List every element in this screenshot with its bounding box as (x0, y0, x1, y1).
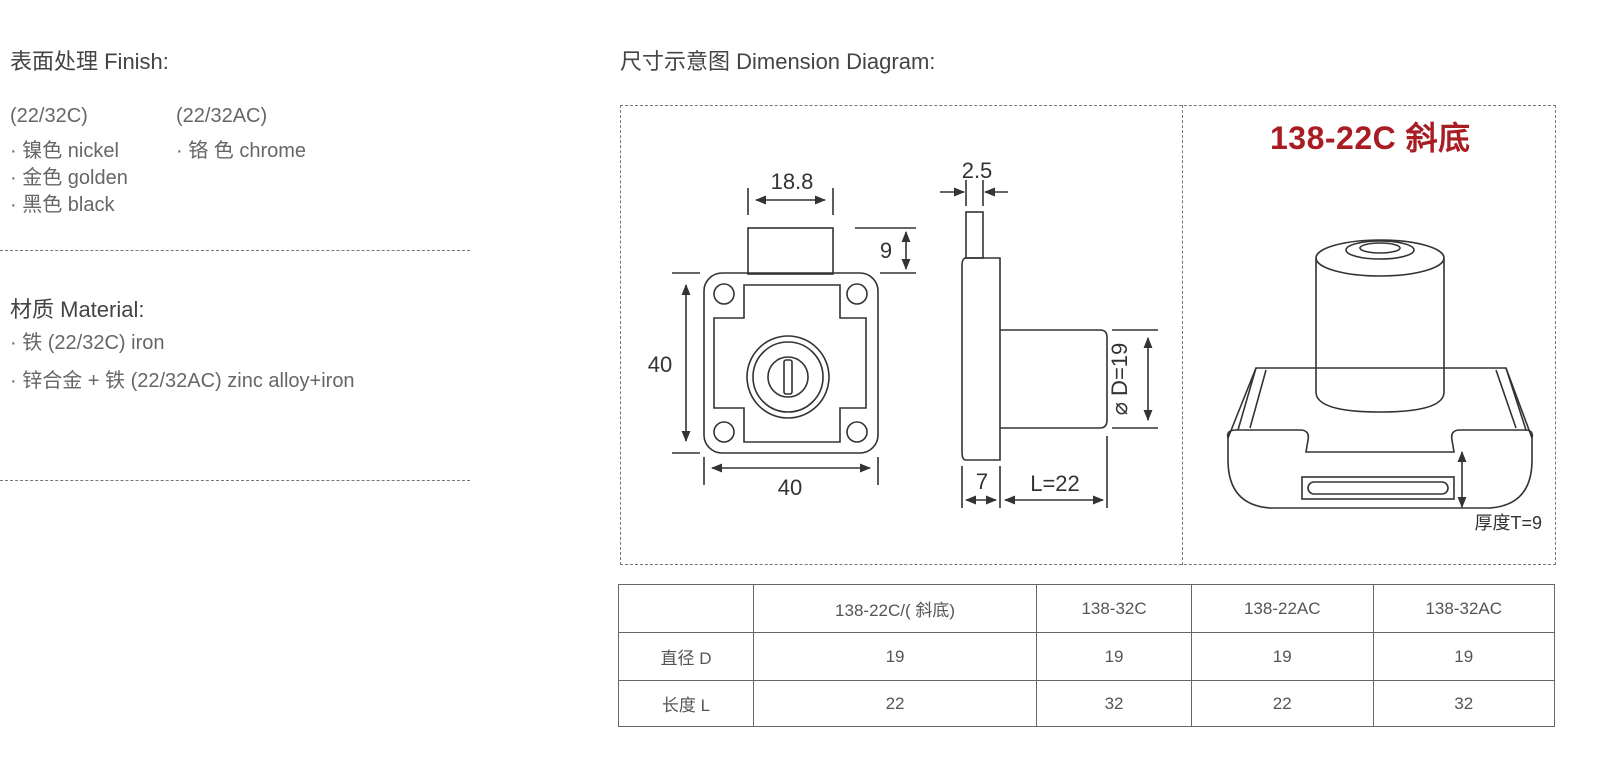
lock-drawing: 18.8 9 40 40 2.5 ⌀ D=19 7 L=22 厚度T=9 (648, 158, 1542, 533)
table-cell: 19 (752, 632, 1038, 681)
table-header-cell: 138-32AC (1372, 584, 1555, 633)
dim-diameter: ⌀ D=19 (1107, 343, 1132, 416)
screw-hole-br (846, 421, 868, 443)
finish-item-chrome: · 铬 色 chrome (176, 140, 307, 162)
table-cell: 19 (1036, 632, 1193, 681)
dim-plate-thickness: 2.5 (962, 158, 993, 183)
table-header-cell (618, 584, 754, 633)
table-row: 长度 L 22 32 22 32 (618, 680, 1555, 727)
table-cell: 32 (1036, 680, 1193, 727)
iso-base-plate (1227, 367, 1533, 509)
material-heading: 材质 Material: (10, 297, 145, 322)
table-row-label: 长度 L (618, 680, 754, 727)
table-cell: 22 (752, 680, 1038, 727)
dim-body-width: 40 (778, 475, 802, 500)
key-cylinder-outer (746, 335, 830, 419)
screw-hole-tr (846, 283, 868, 305)
iso-cylinder-top (1315, 239, 1445, 277)
key-cylinder-inner (767, 356, 809, 398)
iso-slot-outer (1301, 476, 1455, 500)
table-header-cell: 138-22AC (1191, 584, 1374, 633)
dim-top-height: 9 (880, 238, 892, 263)
screw-hole-bl (713, 421, 735, 443)
table-header-cell: 138-22C/( 斜底) (752, 584, 1038, 633)
material-item-iron: · 铁 (22/32C) iron (10, 332, 165, 354)
iso-cylinder-body (1315, 258, 1445, 413)
dim-body-height: 40 (648, 352, 672, 377)
side-cylinder (1000, 329, 1108, 429)
front-bolt-shape (747, 227, 834, 275)
key-cylinder-mid (752, 341, 824, 413)
finish-code-c: (22/32C) (10, 105, 88, 127)
dimension-diagram-box (620, 105, 1556, 565)
finish-item-nickel: · 镍色 nickel (10, 140, 119, 162)
finish-heading: 表面处理 Finish: (10, 49, 169, 74)
finish-code-ac: (22/32AC) (176, 105, 268, 127)
diagram-panel-divider (1182, 105, 1183, 565)
spec-table: 138-22C/( 斜底) 138-32C 138-22AC 138-32AC … (618, 584, 1555, 727)
dim-length: L=22 (1030, 471, 1080, 496)
section-divider (0, 250, 470, 251)
material-item-zinc: · 锌合金 + 铁 (22/32AC) zinc alloy+iron (10, 370, 355, 392)
side-faceplate (961, 257, 1001, 461)
finish-list-ac: · 铬 色 chrome (176, 138, 306, 165)
table-row-label: 直径 D (618, 632, 754, 681)
table-row: 直径 D 19 19 19 19 (618, 632, 1555, 681)
section-divider-bottom (0, 480, 470, 481)
side-bolt-plate (965, 211, 984, 259)
dim-flange: 7 (976, 469, 988, 494)
front-body-inner (713, 284, 867, 443)
front-body-outer (703, 272, 879, 454)
finish-list-c: · 镍色 nickel · 金色 golden · 黑色 black (10, 138, 128, 219)
table-header-cell: 138-32C (1036, 584, 1193, 633)
iso-base-top (1226, 429, 1534, 453)
product-title: 138-22C 斜底 (1270, 120, 1471, 156)
table-header-row: 138-22C/( 斜底) 138-32C 138-22AC 138-32AC (618, 584, 1555, 633)
keyway (783, 359, 793, 395)
finish-item-golden: · 金色 golden (10, 167, 128, 189)
table-cell: 22 (1191, 680, 1374, 727)
table-cell: 19 (1191, 632, 1374, 681)
table-cell: 32 (1372, 680, 1555, 727)
finish-item-black: · 黑色 black (10, 194, 115, 216)
dim-thickness: 厚度T=9 (1474, 513, 1542, 533)
diagram-heading: 尺寸示意图 Dimension Diagram: (620, 49, 936, 74)
screw-hole-tl (713, 283, 735, 305)
table-cell: 19 (1372, 632, 1555, 681)
iso-slot-inner (1307, 481, 1449, 495)
dim-top-width: 18.8 (771, 169, 814, 194)
